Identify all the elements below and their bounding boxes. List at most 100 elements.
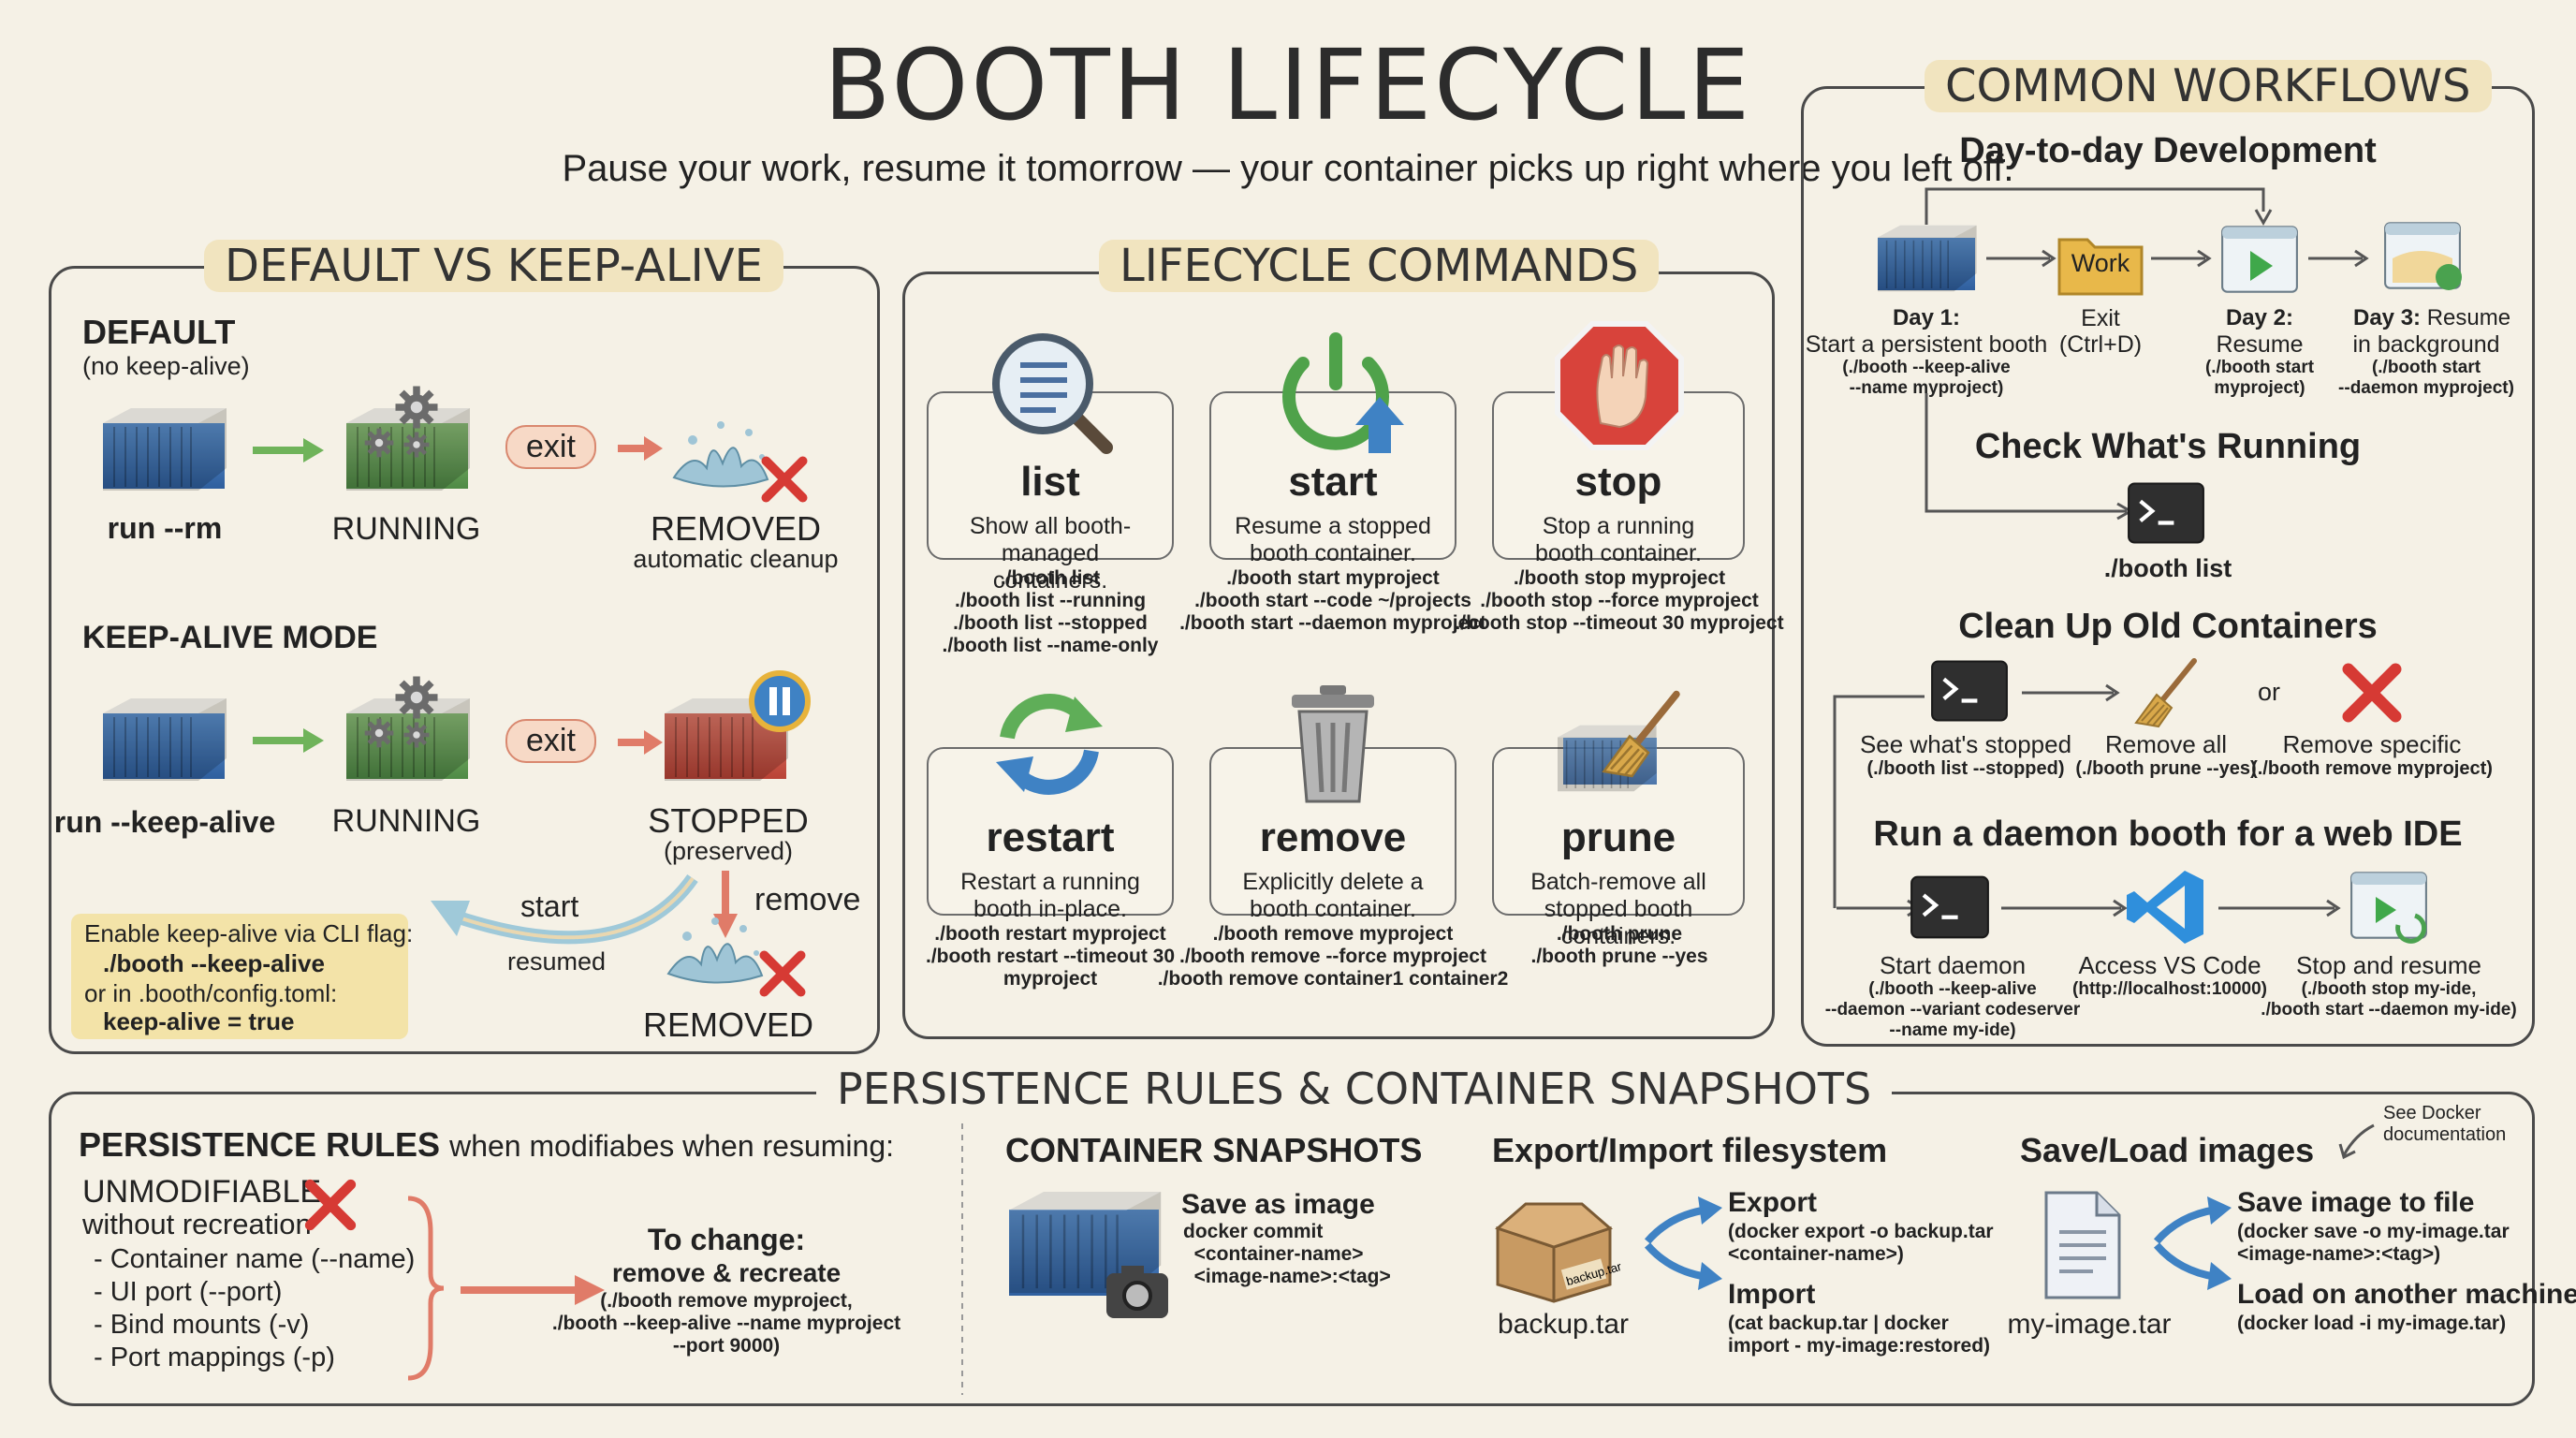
arrow-icon xyxy=(2308,249,2369,268)
arrow-icon xyxy=(2001,899,2128,917)
day2-title: Day 2: xyxy=(2225,305,2294,330)
vscode-icon xyxy=(2127,871,2203,944)
exit-tag: exit xyxy=(505,719,596,763)
remove-all-label: Remove all xyxy=(2104,730,2228,758)
preserved-label: (preserved) xyxy=(663,837,794,865)
card-name: prune xyxy=(1560,814,1676,860)
card-desc-line: containers. xyxy=(992,567,1108,594)
note-line: ./booth --keep-alive xyxy=(103,949,325,977)
splash-icon xyxy=(667,917,763,984)
exit-label: Exit xyxy=(2081,305,2120,331)
card-desc-line: booth container. xyxy=(1535,540,1702,566)
stop-resume-label: Stop and resume xyxy=(2295,951,2482,979)
flow-arrow xyxy=(1925,187,2273,227)
run-keepalive-label: run --keep-alive xyxy=(53,805,276,839)
note-line: or in .booth/config.toml: xyxy=(84,979,338,1007)
export-import-arrows xyxy=(1644,1196,1722,1290)
container-icon xyxy=(1877,225,1978,293)
removed-label: REMOVED xyxy=(650,509,822,548)
arrow-icon xyxy=(2022,683,2120,702)
card-name: remove xyxy=(1259,814,1407,860)
snap-title: CONTAINER SNAPSHOTS xyxy=(1005,1131,1423,1169)
run-rm-label: run --rm xyxy=(107,511,223,545)
day3-line: Day 3: Resume xyxy=(2353,305,2510,331)
unmod-item: - Bind mounts (-v) xyxy=(94,1310,310,1340)
see-stopped-label: See what's stopped xyxy=(1859,730,2072,758)
magnifier-icon xyxy=(992,333,1113,454)
list-commands: ./booth list ./booth list --running ./bo… xyxy=(942,567,1159,656)
start-commands: ./booth start myproject ./booth start --… xyxy=(1179,567,1486,634)
card-name: stop xyxy=(1574,459,1662,505)
dev-title: Day-to-day Development xyxy=(1959,131,2377,170)
card-desc-line: booth in-place. xyxy=(973,896,1127,922)
arrow-icon xyxy=(461,1275,605,1305)
my-image-label: my-image.tar xyxy=(2007,1309,2172,1340)
keepalive-note: Enable keep-alive via CLI flag: ./booth … xyxy=(71,914,413,1039)
arrow-icon xyxy=(2151,249,2212,268)
terminal-icon xyxy=(1930,659,2009,723)
brace-icon xyxy=(407,1196,445,1381)
persistence-title: PERSISTENCE RULES & CONTAINER SNAPSHOTS xyxy=(816,1064,1893,1114)
card-name: restart xyxy=(986,814,1115,860)
remove-arrow xyxy=(713,871,738,938)
day2-cmd: (./booth start myproject) xyxy=(2204,358,2315,398)
broom-icon xyxy=(2130,655,2205,730)
arrow-icon xyxy=(618,436,663,461)
remove-recreate-label: remove & recreate xyxy=(611,1258,842,1287)
removed-label: REMOVED xyxy=(642,1005,814,1044)
stop-sign-icon xyxy=(1555,321,1684,450)
access-url: (http://localhost:10000) xyxy=(2072,979,2267,999)
card-desc-line: Restart a running xyxy=(960,869,1140,895)
remove-label: remove xyxy=(754,882,861,917)
keepalive-label: KEEP-ALIVE MODE xyxy=(82,620,378,655)
broom-icon xyxy=(1557,668,1690,793)
exit-tag: exit xyxy=(505,425,596,469)
stop-resume-cmd: (./booth stop my-ide, ./booth start --da… xyxy=(2261,979,2517,1020)
check-title: Check What's Running xyxy=(1974,427,2362,466)
card-name: start xyxy=(1288,459,1378,505)
red-x-icon xyxy=(301,1176,359,1234)
container-icon xyxy=(102,697,227,782)
folder-icon xyxy=(2057,238,2144,296)
export-cmd: (docker export -o backup.tar <container-… xyxy=(1728,1221,1994,1265)
flow-arrow xyxy=(1833,695,1925,908)
card-name: list xyxy=(1020,459,1080,505)
default-vs-keepalive-title: DEFAULT VS KEEP-ALIVE xyxy=(204,240,783,292)
unmod-item: - Port mappings (-p) xyxy=(94,1343,335,1372)
lifecycle-title: LIFECYCLE COMMANDS xyxy=(1099,240,1660,292)
default-label: DEFAULT xyxy=(82,313,236,351)
arrow-icon xyxy=(253,728,324,753)
background-window-icon xyxy=(2384,222,2462,290)
save-load-arrows xyxy=(2153,1196,2232,1290)
unmod-label: UNMODIFIABLE xyxy=(82,1174,322,1210)
play-window-icon xyxy=(2350,872,2427,944)
red-x-icon xyxy=(2338,659,2406,726)
commit-cmd: docker commit <container-name> <image-na… xyxy=(1183,1221,1391,1287)
auto-cleanup-label: automatic cleanup xyxy=(633,545,839,573)
clean-title: Clean Up Old Containers xyxy=(1958,607,2378,646)
refresh-icon xyxy=(996,694,1103,795)
unmod-sub: without recreation xyxy=(82,1208,312,1240)
play-window-icon xyxy=(2221,226,2298,293)
save-file-label: Save image to file xyxy=(2237,1187,2475,1218)
running-label: RUNNING xyxy=(331,803,481,839)
load-label: Load on another machine xyxy=(2237,1279,2576,1310)
import-label: Import xyxy=(1728,1279,1816,1310)
default-sublabel: (no keep-alive) xyxy=(82,352,250,380)
flow-arrow xyxy=(1925,393,2134,521)
see-stopped-cmd: (./booth list --stopped) xyxy=(1866,758,2065,779)
start-label: start xyxy=(520,889,579,923)
terminal-icon xyxy=(1910,874,1990,940)
prune-commands: ./booth prune ./booth prune --yes xyxy=(1530,923,1708,967)
save-load-title: Save/Load images xyxy=(2020,1131,2315,1169)
unmod-item: - Container name (--name) xyxy=(94,1244,416,1274)
day3-title: Day 3: xyxy=(2353,305,2422,330)
export-title: Export/Import filesystem xyxy=(1492,1131,1888,1169)
